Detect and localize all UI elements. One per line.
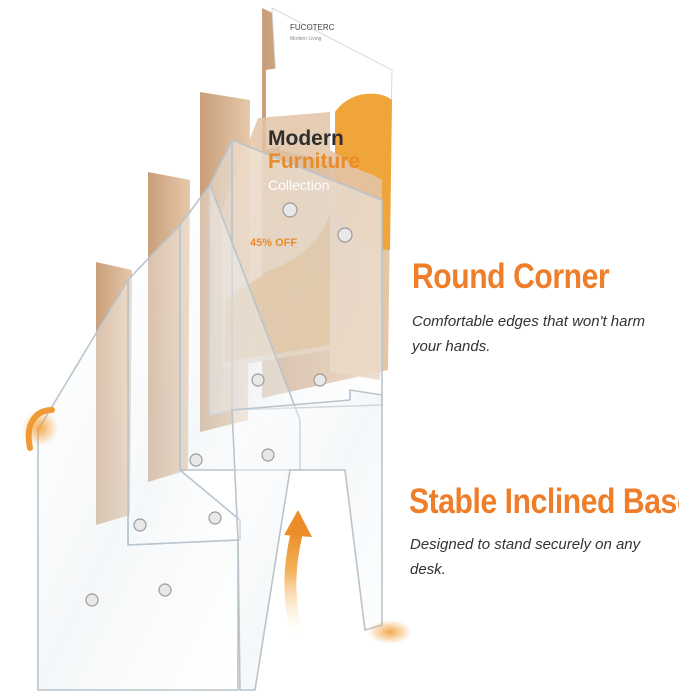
brochure-subheading: Collection (268, 177, 329, 193)
feature-description-stable-base: Designed to stand securely on any desk. (410, 536, 641, 578)
round-corner-highlight (22, 407, 58, 451)
screws (85, 202, 353, 607)
acrylic-holder (37, 139, 383, 691)
brochure-heading-line2: Furniture (268, 150, 360, 173)
brochure-brand: FUCOTERC (290, 23, 335, 32)
brochure-heading-line1: Modern (268, 127, 344, 150)
stable-base-arrow (284, 510, 412, 646)
brochure-offer: 45% OFF (250, 237, 297, 249)
feature-title-stable-base: Stable Inclined Base (409, 482, 679, 521)
feature-title-round-corner: Round Corner (412, 257, 610, 296)
brochure-tagline: Modern Living (290, 36, 322, 42)
feature-description-round-corner: Comfortable edges that won't harm your h… (412, 313, 645, 355)
